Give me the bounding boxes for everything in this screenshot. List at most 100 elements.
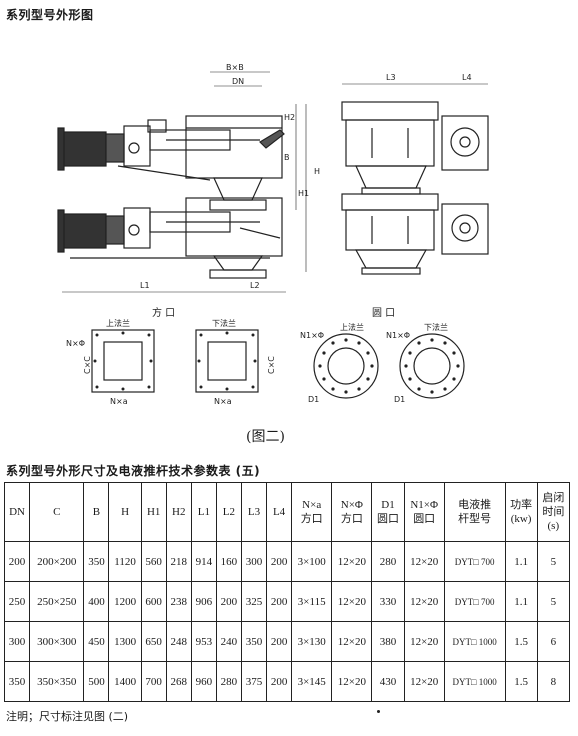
table-cell: 200 [266,621,293,662]
table-header-cell: L3 [240,482,268,542]
table-cell: 700 [140,661,167,702]
label-n1phi-2: N1×Φ [386,331,410,340]
header-line: (kw) [510,513,532,525]
table-cell: 960 [190,661,217,702]
label-l3: L3 [386,73,396,82]
label-cc-1: C×C [83,356,92,374]
table-cell: 1.5 [504,661,538,702]
table-cell: 280 [371,541,405,582]
label-h1: H1 [298,189,309,198]
label-h2: H2 [284,113,295,122]
table-cell: 280 [215,661,242,702]
table-cell: 380 [371,621,405,662]
table-cell: 3×100 [291,541,333,582]
table-cell: 1.5 [504,621,538,662]
label-d1-1: D1 [308,395,319,404]
label-upper-flange-2: 上法兰 [340,322,364,332]
table-cell: 12×20 [403,541,445,582]
table-cell: 300 [3,621,31,662]
table-cell: 8 [536,661,571,702]
table-cell: 5 [536,541,571,582]
round-flange-lower [399,333,465,399]
square-flange-upper [91,329,155,393]
table-header-cell: H1 [140,482,167,542]
table-cell: 430 [371,661,405,702]
table-cell: 375 [240,661,268,702]
table-cell: DYT□ 1000 [443,661,506,702]
side-view-upper [341,101,489,195]
table-cell: 350 [3,661,31,702]
table-cell: 560 [140,541,167,582]
table-header-cell: 启闭时间(s) [536,482,571,542]
table-header-cell: D1 圆口 [371,482,405,542]
label-na-1: N×a [110,397,128,406]
header-line: 电液推 [458,499,492,511]
round-flange-upper [313,333,379,399]
label-l2: L2 [250,281,260,290]
table-cell: DYT□ 700 [443,581,506,622]
header-line: H1 [146,506,161,518]
header-line: L3 [247,506,261,518]
footnote: 注明；尺寸标注见图 (二) [6,710,129,723]
header-line: D1 [381,499,395,511]
table-cell: 200×200 [29,541,85,582]
table-header-cell: B [83,482,110,542]
label-d1-2: D1 [394,395,405,404]
label-lower-flange-2: 下法兰 [424,322,448,332]
table-cell: 218 [165,541,192,582]
table-cell: 3×115 [291,581,333,622]
table-cell: 300×300 [29,621,85,662]
table-cell: 600 [140,581,167,622]
table-cell: 12×20 [331,541,373,582]
table-header-cell: 功率 (kw) [504,482,538,542]
header-line: DN [9,506,25,518]
outline-drawing: B×B DN H2 B H1 H L1 L2 L3 L4 [57,63,489,406]
table-cell: 1200 [108,581,142,622]
table-cell: 3×145 [291,661,333,702]
figure-caption: (图二) [246,429,285,445]
table-header-cell: H2 [165,482,192,542]
header-line: H2 [172,506,186,518]
table-cell: 200 [266,581,293,622]
header-line: 方口 [340,513,363,525]
header-line: L2 [222,506,236,518]
table-cell: 5 [536,581,571,622]
table-cell: 200 [215,581,242,622]
label-l4: L4 [462,73,472,82]
table-header-cell: L1 [190,482,217,542]
table-section-title: 系列型号外形尺寸及电液推杆技术参数表 (五) [6,464,261,478]
table-cell: 3×130 [291,621,333,662]
header-line: B [92,506,101,518]
header-line: 功率 [510,499,533,511]
header-line: 圆口 [377,513,400,525]
table-cell: 12×20 [403,621,445,662]
header-line: H [121,506,130,518]
front-view-upper-unit [57,115,285,211]
front-view-lower-unit [57,197,283,279]
table-cell: 268 [165,661,192,702]
table-header-cell: H [108,482,142,542]
square-flange-lower [195,329,259,393]
table-cell: 12×20 [331,621,373,662]
table-cell: 906 [190,581,217,622]
table-cell: 12×20 [331,661,373,702]
label-round: 圆 口 [372,307,395,319]
table-cell: 1.1 [504,581,538,622]
label-b: B [284,153,290,162]
table-cell: 200 [3,541,31,582]
table-cell: 160 [215,541,242,582]
table-cell: 12×20 [403,661,445,702]
table-cell: 1400 [108,661,142,702]
table-cell: 300 [240,541,268,582]
header-line: (s) [547,520,560,532]
table-header-cell: DN [3,482,31,542]
table-cell: 1120 [108,541,142,582]
label-dn: DN [232,77,244,86]
header-line: 启闭 [542,492,565,504]
